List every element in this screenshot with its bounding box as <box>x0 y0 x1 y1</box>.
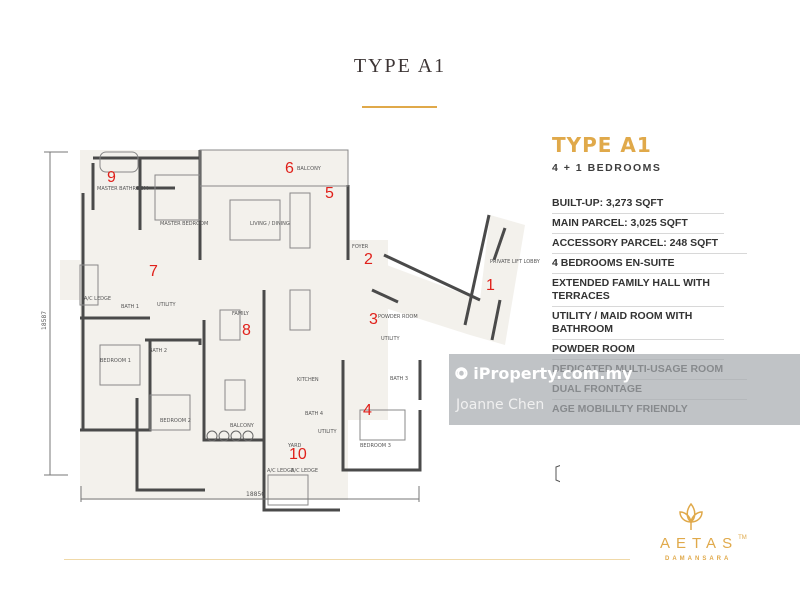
floor-plan: 18587 18850 MASTER BATHROOM MASTER BEDRO… <box>41 149 560 512</box>
label-private-lift-lobby: PRIVATE LIFT LOBBY <box>490 259 541 265</box>
label-balcony-bottom: BALCONY <box>230 423 255 429</box>
label-utility-2: UTILITY <box>157 302 177 308</box>
marker-4: 4 <box>363 402 372 419</box>
marker-10: 10 <box>289 446 307 463</box>
label-bath-1: BATH 1 <box>121 304 139 310</box>
marker-5: 5 <box>325 185 334 202</box>
height-dimension: 18587 <box>41 311 48 330</box>
spec-item: BUILT-UP: 3,273 SQFT <box>552 194 724 214</box>
logo-name: AETAS <box>660 535 739 552</box>
width-dimension: 18850 <box>246 491 265 498</box>
label-bedroom-3: BEDROOM 3 <box>360 443 391 449</box>
label-powder-room: POWDER ROOM <box>378 314 418 320</box>
label-bath-4: BATH 4 <box>305 411 323 417</box>
marker-8: 8 <box>242 322 251 339</box>
spec-item: 4 BEDROOMS EN-SUITE <box>552 254 724 274</box>
leaf-logo-icon <box>679 502 703 530</box>
watermark-brand-text: iProperty.com.my <box>473 364 633 383</box>
location-pin-icon: ⭗ <box>455 364 474 383</box>
label-yard: YARD <box>287 443 302 449</box>
label-utility-1: UTILITY <box>381 336 401 342</box>
logo-tm: TM <box>738 535 747 541</box>
label-living-dining: LIVING / DINING <box>250 221 290 227</box>
spec-item: UTILITY / MAID ROOM WITH BATHROOM <box>552 307 724 340</box>
brand-logo-subtitle: DAMANSARA <box>665 556 732 562</box>
specs-subtitle: 4 + 1 BEDROOMS <box>552 162 662 174</box>
label-master-bedroom: MASTER BEDROOM <box>160 221 208 227</box>
label-kitchen: KITCHEN <box>297 377 319 383</box>
marker-1: 1 <box>486 277 495 294</box>
spec-item: EXTENDED FAMILY HALL WITH TERRACES <box>552 274 724 307</box>
label-bath-2: BATH 2 <box>149 348 167 354</box>
watermark-agent: Joanne Chen <box>456 397 545 413</box>
title-divider <box>362 106 437 108</box>
key-plan <box>555 465 560 483</box>
specs-title: TYPE A1 <box>552 133 652 157</box>
watermark-overlay <box>449 354 800 425</box>
label-ac-ledge: A/C LEDGE <box>84 296 111 302</box>
watermark-brand: ⭗ iProperty.com.my <box>455 364 633 384</box>
marker-3: 3 <box>369 311 378 328</box>
label-ac-ledge-1: A/C LEDGE <box>267 468 294 474</box>
marker-2: 2 <box>364 251 373 268</box>
marker-7: 7 <box>149 263 158 280</box>
label-family: FAMILY <box>232 311 250 317</box>
label-bedroom-1: BEDROOM 1 <box>100 358 131 364</box>
brand-logo-text: AETASTM <box>660 535 747 552</box>
spec-item: MAIN PARCEL: 3,025 SQFT <box>552 214 724 234</box>
label-balcony-top: BALCONY <box>297 166 322 172</box>
label-bath-3: BATH 3 <box>390 376 408 382</box>
spec-item: ACCESSORY PARCEL: 248 SQFT <box>552 234 747 254</box>
bottom-divider <box>64 559 630 560</box>
label-foyer: FOYER <box>352 244 369 250</box>
marker-6: 6 <box>285 160 294 177</box>
page-title: TYPE A1 <box>353 55 447 77</box>
marker-9: 9 <box>107 169 116 186</box>
label-utility-3: UTILITY <box>318 429 338 435</box>
label-bedroom-2: BEDROOM 2 <box>160 418 191 424</box>
label-ac-ledge-2: A/C LEDGE <box>291 468 318 474</box>
label-master-bathroom: MASTER BATHROOM <box>97 186 148 192</box>
